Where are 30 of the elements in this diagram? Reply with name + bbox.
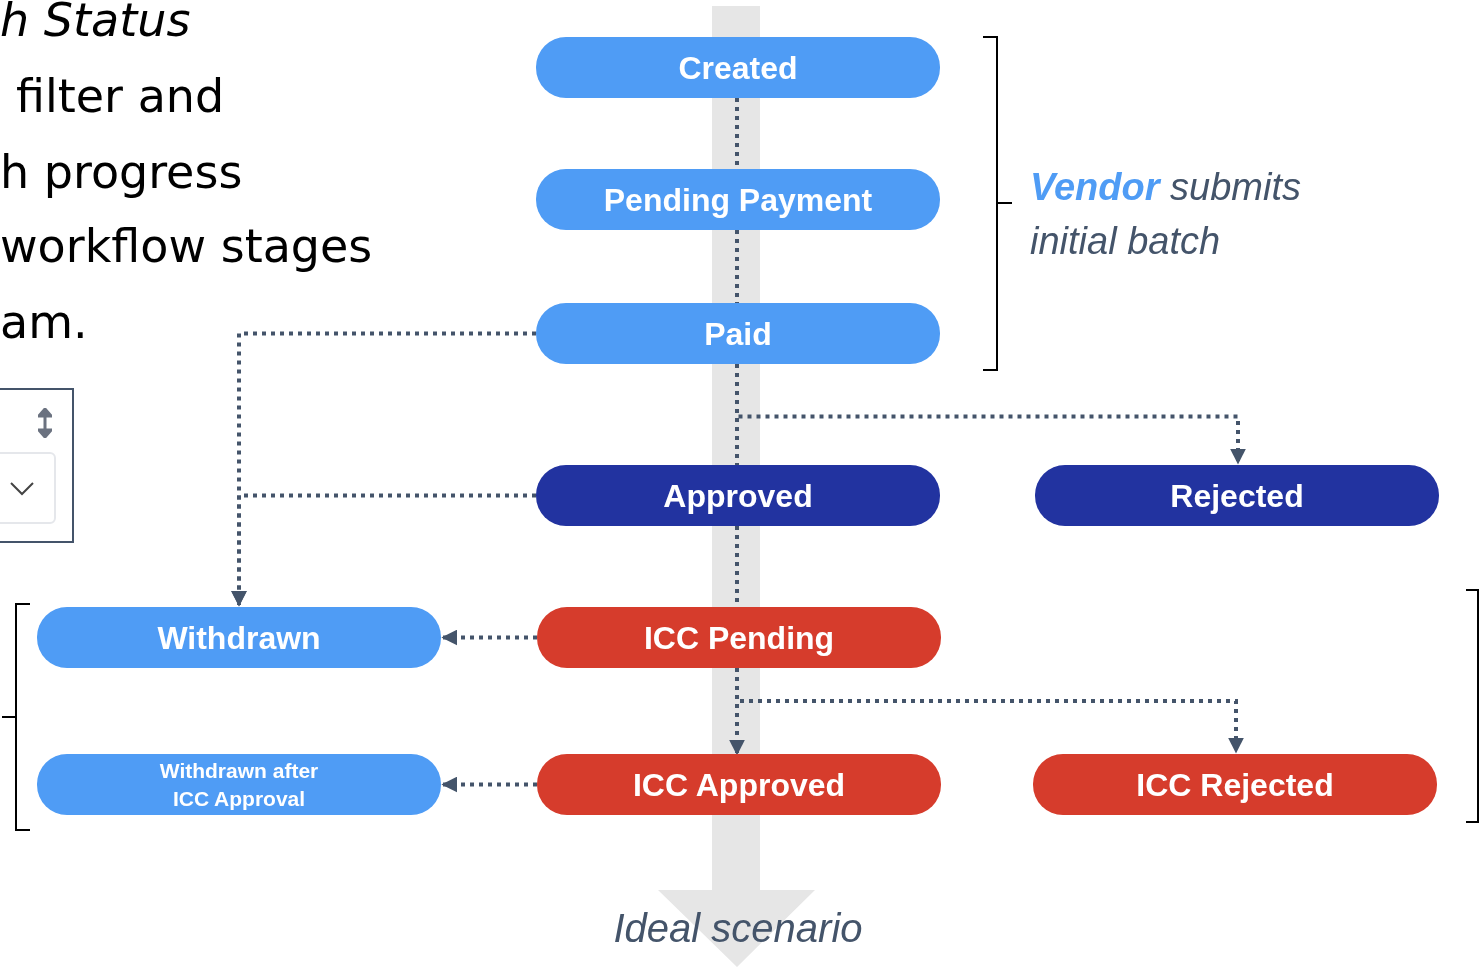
direction-label: Ideal scenario <box>612 905 864 952</box>
status-pill <box>536 169 940 230</box>
status-label: Pending Payment <box>603 180 873 220</box>
status-pill <box>537 607 941 668</box>
status-label: Created <box>678 48 798 88</box>
annotation: Vendor submits initial batch <box>1030 165 1302 264</box>
status-label: ICC Pending <box>643 618 835 658</box>
status-pill <box>37 607 441 668</box>
status-pill <box>536 465 940 526</box>
status-pill <box>537 754 941 815</box>
description-text: h Status <box>0 0 191 49</box>
status-pill <box>1035 465 1439 526</box>
description-text: filter and <box>16 68 225 125</box>
description-text: workflow stages <box>0 218 373 275</box>
status-label: Rejected <box>1170 476 1304 516</box>
status-label: Withdrawn after ICC Approval <box>158 757 320 812</box>
status-label: Withdrawn <box>157 618 321 658</box>
status-label: Approved <box>663 476 813 516</box>
status-pill <box>536 303 940 364</box>
status-label: ICC Rejected <box>1136 765 1334 805</box>
status-pill <box>1033 754 1437 815</box>
description-text: am. <box>0 294 88 351</box>
dotted-arrow <box>231 493 536 607</box>
dotted-arrow <box>441 629 537 646</box>
status-pill <box>536 37 940 98</box>
dotted-arrow <box>441 776 537 793</box>
status-label: ICC Approved <box>632 765 846 805</box>
description-text: h progress <box>0 144 243 201</box>
status-label: Paid <box>704 314 772 354</box>
status-pill <box>37 754 441 815</box>
